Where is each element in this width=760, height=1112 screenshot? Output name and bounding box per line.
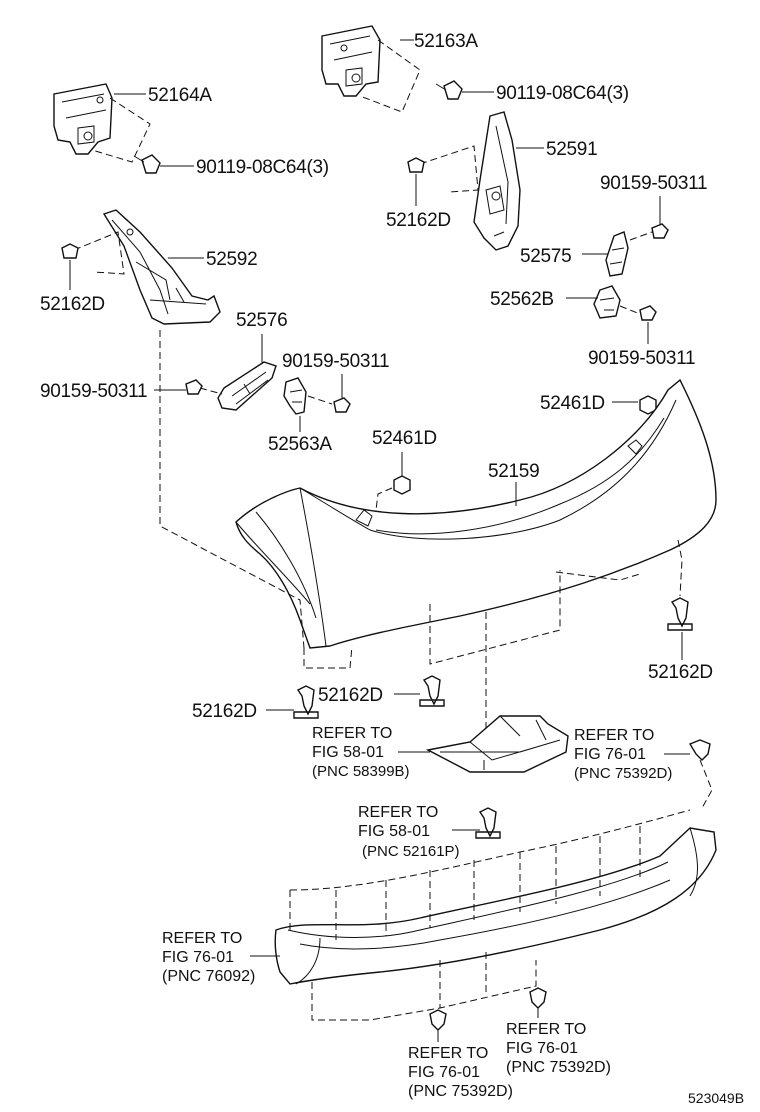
ref2-line3: (PNC 75392D) (574, 765, 672, 782)
ref2-line2: FIG 76-01 (574, 746, 646, 763)
under-panel-58399B[interactable] (425, 715, 569, 773)
clip-75392D-c[interactable] (529, 987, 547, 1009)
retainer-52563A[interactable] (283, 377, 307, 415)
nut-52461D-b[interactable] (393, 475, 411, 495)
clip-52162D-c[interactable] (667, 597, 693, 631)
clip-75392D-b[interactable] (429, 1009, 447, 1031)
ref5-line2: FIG 76-01 (408, 1064, 480, 1081)
bracket-52592[interactable] (102, 209, 221, 325)
label-52162D-a: 52162D (386, 210, 451, 231)
ref6-line3: (PNC 75392D) (506, 1059, 611, 1076)
ref1-line2: FIG 58-01 (312, 744, 384, 761)
screw-90159-d[interactable] (185, 379, 203, 395)
label-52576: 52576 (236, 310, 287, 331)
bolt-90119-top[interactable] (435, 80, 463, 100)
label-52562B: 52562B (490, 289, 554, 310)
label-52162D-d: 52162D (318, 685, 383, 706)
lower-bumper-76092[interactable] (274, 827, 717, 985)
retainer-52562B[interactable] (593, 285, 621, 319)
bracket-52164A[interactable] (53, 83, 113, 155)
clip-52162D-b[interactable] (61, 243, 79, 259)
ref5-line3: (PNC 75392D) (408, 1083, 513, 1100)
label-90159-a: 90159-50311 (600, 173, 707, 194)
label-52592: 52592 (206, 249, 257, 270)
label-90119-top: 90119-08C64(3) (496, 83, 629, 104)
screw-90159-a[interactable] (651, 223, 669, 239)
screw-90159-c[interactable] (333, 397, 351, 413)
clip-75392D-a[interactable] (688, 739, 711, 761)
screw-90159-b[interactable] (639, 305, 657, 321)
bumper-cover-52159[interactable] (235, 378, 717, 649)
bracket-52591[interactable] (473, 111, 521, 251)
ref1-line3: (PNC 58399B) (312, 763, 410, 780)
label-90119-left: 90119-08C64(3) (196, 157, 329, 178)
ref4-line2: FIG 76-01 (162, 949, 234, 966)
label-52164A: 52164A (148, 85, 212, 106)
ref1-line1: REFER TO (312, 725, 392, 742)
ref4-line3: (PNC 76092) (162, 968, 255, 985)
ref6-line1: REFER TO (506, 1021, 586, 1038)
label-52563A: 52563A (268, 434, 332, 455)
clip-52162D-d[interactable] (419, 675, 445, 707)
ref6-line2: FIG 76-01 (506, 1040, 578, 1057)
retainer-52575[interactable] (605, 231, 629, 277)
label-52162D-c: 52162D (648, 662, 713, 683)
ref4-line1: REFER TO (162, 930, 242, 947)
bracket-52163A[interactable] (321, 25, 381, 97)
ref5-line1: REFER TO (408, 1045, 488, 1062)
label-52591: 52591 (546, 139, 597, 160)
label-90159-d: 90159-50311 (40, 381, 147, 402)
label-52162D-b: 52162D (40, 294, 105, 315)
bolt-90119-left[interactable] (133, 154, 161, 174)
diagram-id: 523049B (688, 1090, 744, 1106)
ref3-line3: (PNC 52161P) (362, 843, 460, 860)
label-52163A: 52163A (414, 31, 478, 52)
label-52461D-b: 52461D (372, 428, 437, 449)
ref3-line1: REFER TO (358, 804, 438, 821)
label-52461D-a: 52461D (540, 393, 605, 414)
ref2-line1: REFER TO (574, 727, 654, 744)
label-52159: 52159 (488, 461, 539, 482)
clip-52162D-e[interactable] (293, 685, 319, 719)
label-90159-b: 90159-50311 (588, 348, 695, 369)
ref3-line2: FIG 58-01 (358, 823, 430, 840)
label-52575: 52575 (520, 246, 571, 267)
clip-52161P[interactable] (475, 807, 501, 839)
clip-52162D-a[interactable] (407, 157, 425, 173)
label-52162D-e: 52162D (192, 701, 257, 722)
label-90159-c: 90159-50311 (282, 351, 389, 372)
retainer-52576[interactable] (217, 361, 277, 411)
